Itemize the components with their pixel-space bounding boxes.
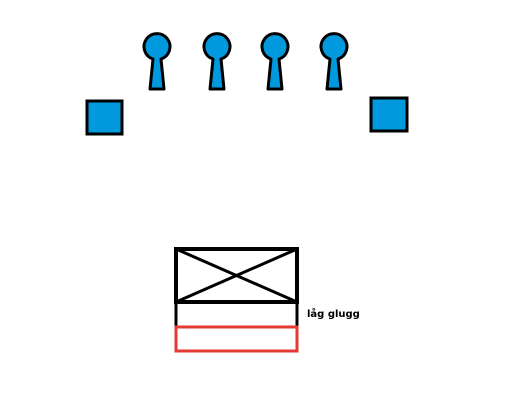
vent-label: låg glugg bbox=[307, 309, 360, 320]
red-vent-rect bbox=[174, 325, 299, 353]
blue-square-right-icon bbox=[369, 96, 409, 133]
keyhole-icon-3 bbox=[260, 32, 290, 91]
keyhole-icon-1 bbox=[142, 32, 172, 91]
blue-square-left-icon bbox=[85, 99, 124, 136]
keyhole-icon-2 bbox=[202, 32, 232, 91]
crossed-box-icon bbox=[174, 247, 299, 326]
keyhole-icon-4 bbox=[319, 32, 349, 91]
